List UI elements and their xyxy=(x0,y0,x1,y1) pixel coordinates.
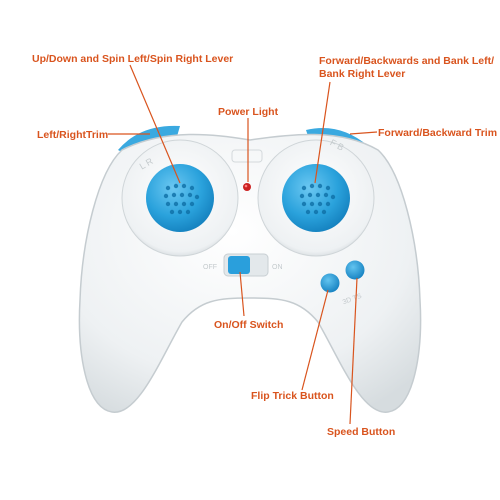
label-fwd-back-trim: Forward/Backward Trim xyxy=(378,127,498,139)
right-stick[interactable] xyxy=(282,164,350,232)
flip-trick-button[interactable] xyxy=(320,273,340,293)
speed-button[interactable] xyxy=(345,260,365,280)
leader-flip xyxy=(301,289,329,391)
label-speed-button: Speed Button xyxy=(327,426,396,438)
label-updown-lever: Up/Down and Spin Left/Spin Right Lever xyxy=(32,53,234,65)
on-off-switch[interactable] xyxy=(228,256,250,274)
label-left-right-trim: Left/RightTrim xyxy=(37,129,109,141)
leader-fwdbank xyxy=(314,81,331,184)
switch-on-mark: ON xyxy=(272,264,283,271)
leader-onoff xyxy=(239,271,245,317)
power-light-led xyxy=(243,183,251,191)
logo-emboss xyxy=(231,149,263,163)
left-stick[interactable] xyxy=(146,164,214,232)
label-flip-trick-button: Flip Trick Button xyxy=(251,390,334,402)
leader-updown xyxy=(129,64,181,184)
label-power-light: Power Light xyxy=(218,106,279,118)
switch-off-mark: OFF xyxy=(203,264,217,271)
label-fwd-bank-lever-line1: Forward/Backwards and Bank Left/ xyxy=(319,55,495,67)
label-fwd-bank-lever-line2: Bank Right Lever xyxy=(319,68,406,80)
leader-speed xyxy=(349,277,358,425)
label-on-off-switch: On/Off Switch xyxy=(214,319,284,331)
leader-fbtrim xyxy=(349,131,378,135)
